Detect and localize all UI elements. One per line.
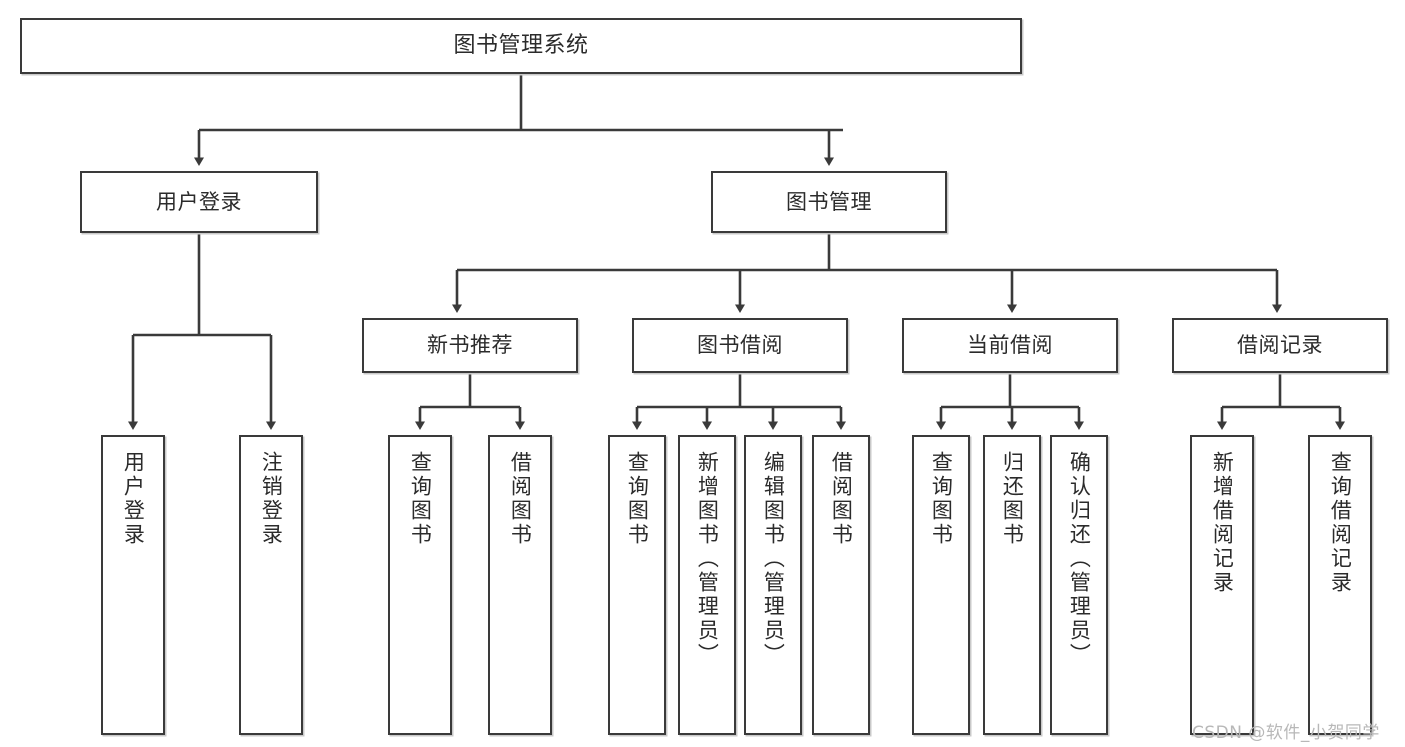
node-book-borrow[interactable]: 图书借阅 xyxy=(632,318,848,373)
node-label: 图书管理系统 xyxy=(453,33,589,59)
node-label: 确认归还（管理员） xyxy=(1067,451,1092,667)
leaf-node[interactable]: 归还图书 xyxy=(983,435,1041,735)
node-borrow-record[interactable]: 借阅记录 xyxy=(1172,318,1388,373)
node-label: 查询借阅记录 xyxy=(1328,451,1353,595)
node-label: 图书借阅 xyxy=(697,333,783,358)
watermark: CSDN @软件_小贺同学 xyxy=(1192,723,1380,743)
leaf-node[interactable]: 查询图书 xyxy=(388,435,452,735)
node-user-login[interactable]: 用户登录 xyxy=(80,171,318,233)
node-book-management[interactable]: 图书管理 xyxy=(711,171,947,233)
node-label: 查询图书 xyxy=(929,451,954,547)
leaf-node[interactable]: 借阅图书 xyxy=(488,435,552,735)
node-label: 图书管理 xyxy=(786,189,872,214)
node-label: 借阅图书 xyxy=(508,451,533,547)
node-label: 用户登录 xyxy=(156,189,242,214)
node-label: 查询图书 xyxy=(625,451,650,547)
node-new-book-recommend[interactable]: 新书推荐 xyxy=(362,318,578,373)
node-label: 归还图书 xyxy=(1000,451,1025,547)
node-label: 新增借阅记录 xyxy=(1210,451,1235,595)
node-label: 当前借阅 xyxy=(967,333,1053,358)
leaf-node[interactable]: 查询图书 xyxy=(608,435,666,735)
node-label: 新书推荐 xyxy=(427,333,513,358)
leaf-node[interactable]: 新增图书（管理员） xyxy=(678,435,736,735)
leaf-node[interactable]: 编辑图书（管理员） xyxy=(744,435,802,735)
leaf-node[interactable]: 确认归还（管理员） xyxy=(1050,435,1108,735)
node-label: 编辑图书（管理员） xyxy=(761,451,786,667)
leaf-node[interactable]: 用户登录 xyxy=(101,435,165,735)
leaf-node[interactable]: 新增借阅记录 xyxy=(1190,435,1254,735)
node-label: 新增图书（管理员） xyxy=(695,451,720,667)
node-label: 注销登录 xyxy=(259,451,284,547)
node-label: 用户登录 xyxy=(121,451,146,547)
leaf-node[interactable]: 借阅图书 xyxy=(812,435,870,735)
node-label: 查询图书 xyxy=(408,451,433,547)
leaf-node[interactable]: 查询图书 xyxy=(912,435,970,735)
leaf-node[interactable]: 查询借阅记录 xyxy=(1308,435,1372,735)
node-label: 借阅图书 xyxy=(829,451,854,547)
node-root-system[interactable]: 图书管理系统 xyxy=(20,18,1022,74)
node-label: 借阅记录 xyxy=(1237,333,1323,358)
leaf-node[interactable]: 注销登录 xyxy=(239,435,303,735)
node-current-borrow[interactable]: 当前借阅 xyxy=(902,318,1118,373)
